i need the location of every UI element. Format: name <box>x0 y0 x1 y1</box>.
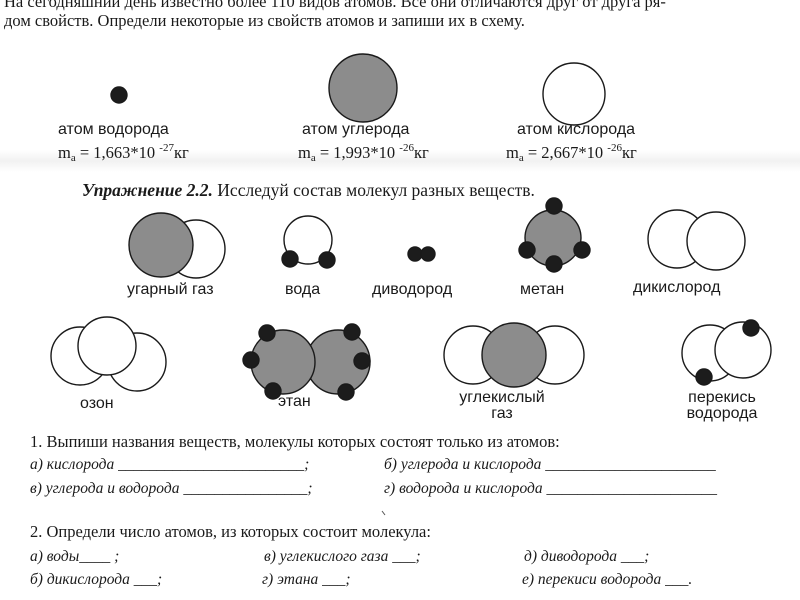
question-2-answer-b[interactable]: б) дикислорода ___; <box>30 571 163 588</box>
exercise-heading: Упражнение 2.2. Исследуй состав молекул … <box>82 180 535 201</box>
hydrogen-peroxide-label-line1: перекись <box>688 389 756 406</box>
carbon-dioxide-label-line2: газ <box>491 405 513 422</box>
ozone-molecule-icon <box>50 316 167 392</box>
carbon-dioxide-label: углекислый газ <box>457 389 547 423</box>
carbon-dioxide-label-line1: углекислый <box>459 389 545 406</box>
ozone-label: озон <box>80 395 114 412</box>
carbon-dioxide-molecule-icon <box>443 322 585 388</box>
oxygen-atom-icon <box>542 62 606 126</box>
question-2-text: 2. Определи число атомов, из которых сос… <box>30 522 431 541</box>
oxygen-atom-label: атом кислорода <box>517 121 636 138</box>
ethane-label: этан <box>278 393 311 410</box>
hydrogen-peroxide-label-line2: водорода <box>686 405 758 422</box>
oxygen-atom-mass: ma = 2,667*10 -26кг <box>506 142 637 164</box>
scan-smudge <box>0 150 800 172</box>
hydrogen-atom-label: атом водорода <box>58 121 169 138</box>
methane-label: метан <box>520 281 565 298</box>
intro-line-1: На сегодняшний день известно более 110 в… <box>4 0 666 11</box>
question-2-answer-d[interactable]: д) диводорода ___; <box>524 548 650 565</box>
water-label: вода <box>285 281 321 298</box>
water-molecule-icon <box>281 215 336 269</box>
carbon-monoxide-label: угарный газ <box>127 281 214 298</box>
hydrogen-atom-mass: ma = 1,663*10 -27кг <box>58 142 189 164</box>
hydrogen-peroxide-molecule-icon <box>681 319 772 386</box>
hydrogen-peroxide-label: перекись водорода <box>682 389 762 423</box>
methane-molecule-icon <box>518 197 591 273</box>
carbon-monoxide-molecule-icon <box>128 212 226 279</box>
dihydrogen-label: диводород <box>372 281 453 298</box>
question-1-answer-c[interactable]: в) углерода и водорода ________________; <box>30 480 313 497</box>
intro-line-2: дом свойств. Определи некоторые из свойс… <box>4 11 525 30</box>
carbon-atom-mass: ma = 1,993*10 -26кг <box>298 142 429 164</box>
exercise-number: Упражнение 2.2. <box>82 180 213 200</box>
question-1-answer-b[interactable]: б) углерода и кислорода ________________… <box>384 456 716 473</box>
question-1-answer-a[interactable]: а) кислорода ________________________; <box>30 456 310 473</box>
question-2-answer-g[interactable]: г) этана ___; <box>262 571 351 588</box>
exercise-text: Исследуй состав молекул разных веществ. <box>212 180 535 200</box>
dioxygen-label: дикислород <box>633 279 721 296</box>
dihydrogen-molecule-icon <box>407 246 436 262</box>
carbon-atom-label: атом углерода <box>302 121 410 138</box>
hydrogen-atom-icon <box>110 86 128 104</box>
carbon-atom-icon <box>328 53 398 123</box>
question-2-answer-v[interactable]: в) углекислого газа ___; <box>264 548 421 565</box>
dioxygen-molecule-icon <box>647 209 746 271</box>
ethane-molecule-icon <box>242 323 371 401</box>
question-1-text: 1. Выпиши названия веществ, молекулы кот… <box>30 432 560 451</box>
question-1-answer-d[interactable]: г) водорода и кислорода ________________… <box>384 480 717 497</box>
question-2-answer-a[interactable]: а) воды____ ; <box>30 548 120 565</box>
question-2-answer-e[interactable]: е) перекиси водорода ___. <box>522 571 693 588</box>
pencil-mark-icon <box>381 510 386 516</box>
